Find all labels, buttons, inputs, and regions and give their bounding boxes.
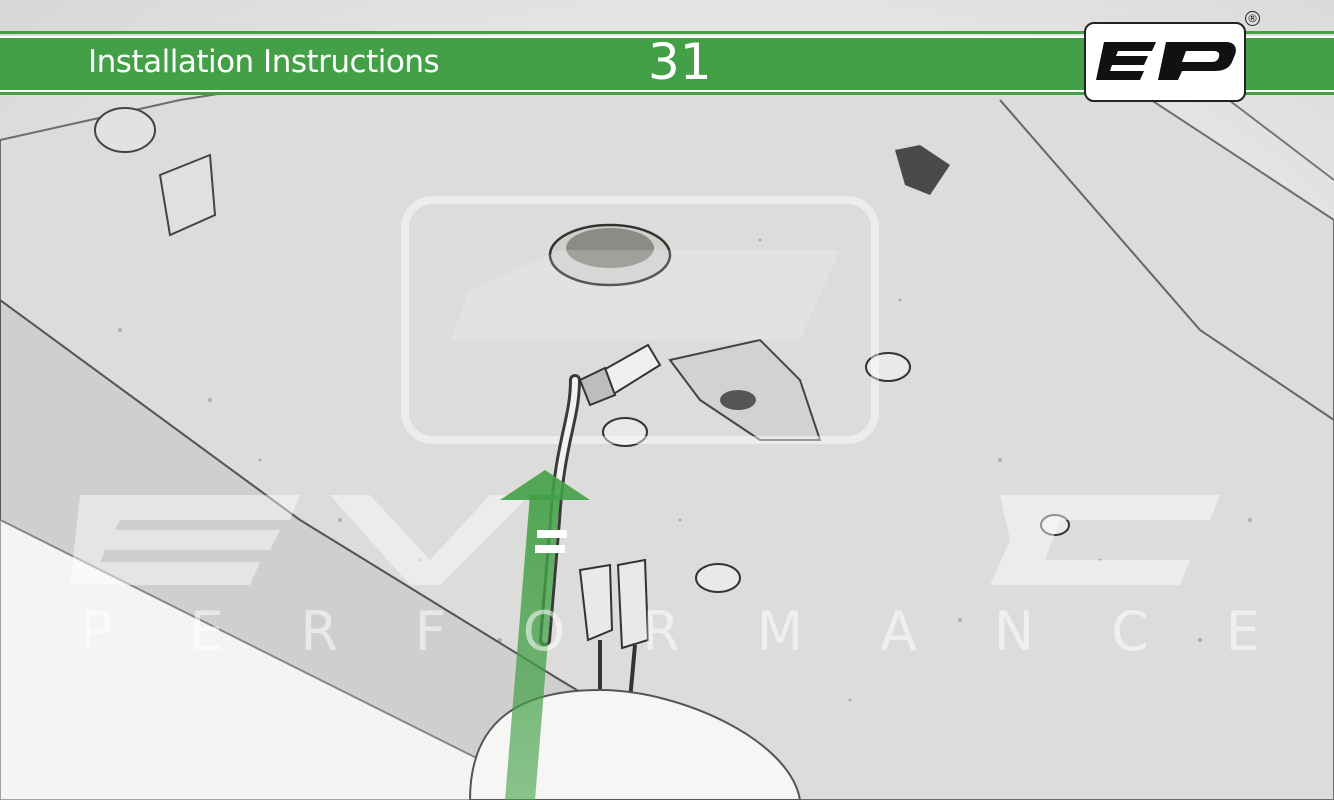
watermark-letter: A [880, 600, 917, 663]
fastener [95, 108, 155, 152]
watermark-letter: C [1111, 600, 1149, 663]
grommet [696, 564, 740, 592]
watermark-letter: E [1226, 600, 1260, 663]
brand-logo [1084, 22, 1246, 102]
page-title: Installation Instructions [88, 44, 439, 80]
ep-logo-icon [1086, 24, 1244, 100]
watermark-letter: F [415, 600, 446, 663]
watermark-letter: N [994, 600, 1034, 663]
page-number: 31 [648, 34, 712, 90]
watermark-letter: R [300, 600, 338, 663]
watermark-letter: P [80, 600, 113, 663]
watermark-letter: R [642, 600, 680, 663]
watermark-letter: O [523, 600, 566, 663]
watermark-letter: E [189, 600, 223, 663]
registered-mark: ® [1245, 11, 1260, 26]
watermark-tagline: P E R F O R M A N C E [80, 600, 1260, 663]
watermark-letter: M [757, 600, 804, 663]
bracket-hole [720, 390, 756, 410]
